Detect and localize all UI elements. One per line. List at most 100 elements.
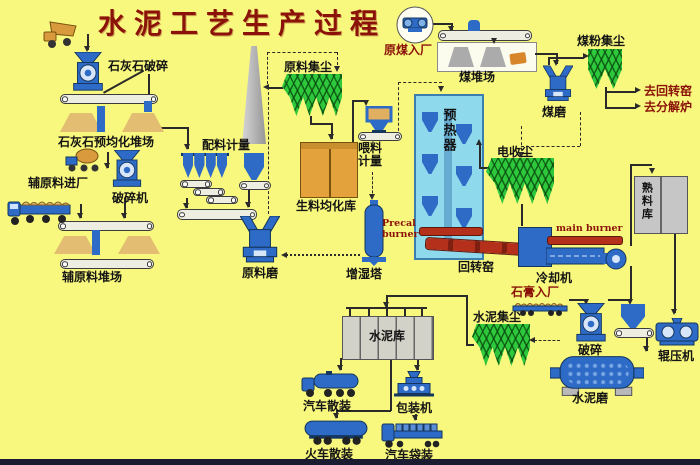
limestone-yard-label: 石灰石预均化堆场 <box>58 135 155 149</box>
cooler-icon <box>545 246 630 272</box>
stockpile-icon <box>60 113 102 132</box>
flow-arrow <box>649 168 655 174</box>
flow-arrow <box>333 413 339 419</box>
conveyor-belt <box>60 94 158 104</box>
flow-line <box>556 53 558 64</box>
diagram-title: 水泥工艺生产过程 <box>98 7 387 40</box>
coal-pile-icon <box>448 47 474 67</box>
flow-arrow <box>369 194 375 200</box>
flow-arrow <box>491 38 497 44</box>
coal-mill-icon <box>542 64 574 104</box>
flow-arrow <box>328 134 334 140</box>
cooler-label: 冷却机 <box>536 271 573 285</box>
surge-hopper-icon <box>621 304 645 328</box>
flow-line <box>80 204 82 218</box>
mini-conveyor <box>193 188 225 196</box>
flow-arrow <box>184 144 190 150</box>
humidifying-tower-icon <box>362 200 386 266</box>
batching-hopper-icon <box>244 153 264 180</box>
stockpile-icon <box>54 236 96 254</box>
flow-line <box>310 123 332 125</box>
flow-line <box>432 23 452 25</box>
aux-entry-label: 辅原料进厂 <box>28 176 89 190</box>
flow-arrow <box>529 337 535 343</box>
flow-arrow <box>104 163 110 169</box>
cement-dust-label: 水泥集尘 <box>473 310 522 324</box>
flow-arrow <box>518 152 524 158</box>
loader-icon <box>509 51 527 66</box>
flow-arrow <box>476 139 482 145</box>
to-rotary-kiln-label: 去回转窑 <box>644 84 693 98</box>
flow-line <box>479 143 481 168</box>
flow-line <box>605 91 636 93</box>
flow-arrow <box>334 66 340 72</box>
rail-tanker-icon <box>303 419 369 446</box>
duct-line <box>267 52 337 53</box>
duct-line <box>580 112 581 146</box>
flow-arrow <box>84 46 90 52</box>
manifold-line <box>368 307 370 316</box>
flow-line <box>605 107 636 109</box>
bulk-truck-icon <box>300 370 362 398</box>
bag-truck-icon <box>379 420 445 448</box>
flow-arrow <box>671 309 677 315</box>
precal-burner-pipe-icon <box>420 228 482 235</box>
packing-machine-icon <box>392 371 436 398</box>
flow-line <box>336 410 391 412</box>
flow-line <box>390 358 392 411</box>
duct-line <box>521 146 580 147</box>
flow-line <box>466 295 468 345</box>
flow-line <box>535 53 557 55</box>
dump-truck-icon <box>40 20 88 50</box>
precal-burner-label: Precal burner <box>382 218 419 240</box>
limestone-crusher-icon <box>70 51 106 94</box>
flow-arrow <box>583 53 589 59</box>
flow-line <box>417 358 419 370</box>
dust-return-line <box>286 254 360 256</box>
mixer-truck-icon <box>64 147 106 173</box>
cement-silo-icon <box>342 316 434 360</box>
flow-line <box>267 87 283 89</box>
gypsum-crusher-icon <box>574 302 608 345</box>
coal-mill-label: 煤磨 <box>542 105 567 119</box>
flow-line <box>310 116 312 124</box>
flow-arrow <box>337 365 343 371</box>
flow-arrow <box>438 86 444 92</box>
manifold-line <box>349 307 351 316</box>
roller-press-icon <box>654 317 700 348</box>
aux-yard-label: 辅原料堆场 <box>62 270 123 284</box>
duct-line <box>398 82 399 136</box>
flow-line <box>608 299 631 301</box>
coal-dust-label: 煤粉集尘 <box>577 34 626 48</box>
feed-metering-label: 喂料计量 <box>358 141 383 169</box>
batching-label: 配料计量 <box>202 138 251 152</box>
coal-dust-filter-icon <box>588 49 622 89</box>
flow-line <box>548 57 550 65</box>
tripper-icon <box>468 20 480 31</box>
flow-line <box>124 198 126 218</box>
flow-line <box>605 87 607 108</box>
duct-line <box>534 340 560 341</box>
stockpile-icon <box>122 113 164 132</box>
mini-conveyor <box>206 196 238 204</box>
flow-line <box>107 152 109 168</box>
feeder-icon <box>364 105 394 134</box>
flow-line <box>674 232 676 313</box>
flatbed-truck-icon <box>6 194 72 228</box>
flow-line <box>152 127 188 129</box>
chimney-icon <box>242 46 266 144</box>
flow-arrow <box>121 213 127 219</box>
flow-arrow <box>635 87 641 93</box>
train-bulk-label: 火车散装 <box>305 447 354 461</box>
raw-mill-icon <box>239 215 281 264</box>
flow-arrow <box>414 365 420 371</box>
humidifying-tower-label: 增湿塔 <box>346 267 383 281</box>
flow-line <box>148 74 150 106</box>
crusher-machine-label: 破碎机 <box>112 191 149 205</box>
flow-line <box>479 167 489 169</box>
flow-arrow <box>635 103 641 109</box>
flow-arrow <box>448 26 454 32</box>
truck-bulk-label: 汽车散装 <box>303 399 352 413</box>
crushing-label: 破碎 <box>578 343 603 357</box>
mini-conveyor <box>239 181 271 190</box>
